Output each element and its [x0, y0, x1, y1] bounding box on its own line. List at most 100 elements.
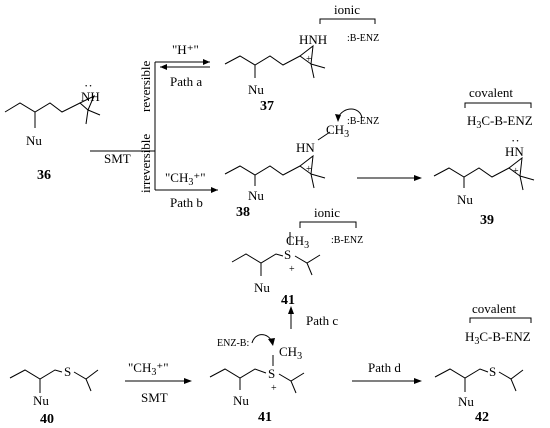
nu-label-39: Nu — [457, 192, 473, 207]
covalent-bracket-42 — [469, 317, 532, 323]
ch3-plus-label-bottom: "CH3⁺" — [128, 360, 169, 378]
compound-label-41b: 41 — [258, 410, 272, 425]
path-a-arrowhead-left — [160, 64, 167, 70]
nu-label-37: Nu — [248, 82, 264, 97]
nu-label-42: Nu — [458, 394, 474, 409]
s-label-42: S — [489, 364, 496, 379]
path-d-label: Path d — [368, 360, 401, 375]
hn-label-38: HN — [296, 140, 315, 155]
molecule-41-ionic: Nu S + CH3 :B-ENZ ionic 41 — [231, 205, 363, 308]
h-plus-label: "H⁺" — [172, 42, 199, 57]
ch3-label-41b: CH3 — [279, 344, 302, 362]
hn-label-39: HN — [505, 144, 524, 159]
sub3-38: 3 — [344, 129, 349, 140]
nu-label-40: Nu — [33, 393, 49, 408]
aziridine-36 — [79, 94, 95, 111]
molecule-39: Nu HN ·· + covalent H3C-B-ENZ 39 — [433, 85, 535, 228]
molecule-41-bottom: Nu S + CH3 ENZ-B: 41 — [209, 334, 305, 425]
sub3-42: 3 — [474, 336, 479, 347]
smt-label-top: SMT — [104, 151, 131, 166]
arrowhead-38-39 — [414, 175, 422, 181]
molecule-42: Nu S covalent H3C-B-ENZ 42 — [434, 301, 532, 425]
isopropyl-41a — [294, 254, 321, 264]
b-enz-38: :B-ENZ — [347, 116, 379, 127]
covalent-label-39: covalent — [469, 85, 513, 100]
ch-41a: CH — [286, 233, 304, 248]
aziridine-37 — [299, 44, 314, 65]
compound-label-40: 40 — [40, 412, 54, 427]
hnh-label-37: HNH — [299, 32, 327, 47]
ch-41b: CH — [279, 344, 297, 359]
methyl-36a — [87, 109, 101, 116]
compound-label-36: 36 — [37, 168, 51, 183]
methyl-38b — [310, 173, 315, 189]
path-c-arrowhead — [288, 306, 294, 314]
ch3-sub-2: 3 — [151, 367, 156, 378]
chain-38 — [224, 165, 301, 176]
path-a-arrowhead-right — [203, 59, 210, 65]
chain-41a — [231, 253, 284, 264]
cb-enz-42: C-B-ENZ — [479, 329, 530, 344]
plus-38: + — [306, 164, 312, 175]
plus-39: + — [513, 166, 519, 177]
s-label-40: S — [64, 364, 71, 379]
isopropyl-41b — [278, 372, 305, 382]
smt-label-bottom: SMT — [141, 390, 168, 405]
path-b-arrowhead — [211, 187, 218, 193]
path-b-label: Path b — [170, 195, 203, 210]
methyl-39b — [519, 175, 524, 191]
methyl-36b — [85, 109, 89, 125]
isopropyl-42 — [498, 369, 524, 380]
ch3-sub: 3 — [188, 177, 193, 188]
path-a-label: Path a — [170, 74, 202, 89]
nu-label-41a: Nu — [254, 280, 270, 295]
ionic-bracket-41 — [299, 221, 357, 228]
methyl-37a — [310, 63, 326, 69]
sub3-39: 3 — [476, 120, 481, 131]
molecule-36: Nu NH ·· 36 — [4, 78, 101, 183]
ionic-label-37: ionic — [334, 2, 360, 17]
ch-38: CH — [326, 122, 344, 137]
cb-enz-39: C-B-ENZ — [481, 113, 532, 128]
chain-36 — [4, 102, 81, 113]
reversible-label: reversible — [138, 61, 153, 112]
isopropyl-42-me — [510, 378, 517, 392]
nh-label-36: NH — [81, 89, 100, 104]
b-enz-41a: :B-ENZ — [331, 235, 363, 246]
ch3-plus-b: ⁺" — [193, 170, 205, 185]
nu-label-38: Nu — [248, 188, 264, 203]
ch3-plus-b-2: ⁺" — [156, 360, 168, 375]
h-39: H — [467, 113, 476, 128]
aziridine-39 — [508, 156, 523, 177]
compound-label-39: 39 — [480, 213, 494, 228]
enz-b-41b: ENZ-B: — [217, 338, 249, 349]
sub3-41b: 3 — [297, 351, 302, 362]
plus-41b: + — [271, 383, 277, 394]
methyl-37b — [310, 63, 315, 79]
path-c-label: Path c — [306, 313, 338, 328]
molecule-38: Nu HN + CH3 :B-ENZ 38 — [224, 108, 379, 220]
ch3-plus-a-2: "CH — [128, 360, 151, 375]
nu-label-36: Nu — [26, 133, 42, 148]
h3c-b-enz-39: H3C-B-ENZ — [467, 113, 533, 131]
isopropyl-41b-me — [290, 380, 297, 394]
chain-41b — [209, 368, 267, 379]
aziridine-38 — [299, 154, 314, 175]
lone-pair-39: ·· — [511, 133, 520, 148]
covalent-bracket-39 — [464, 102, 532, 108]
methyl-39a — [519, 175, 535, 181]
compound-label-38: 38 — [236, 205, 250, 220]
ch3-plus-a: "CH — [165, 170, 188, 185]
molecule-37: Nu HNH + :B-ENZ ionic 37 — [224, 2, 379, 114]
compound-label-37: 37 — [260, 99, 274, 114]
chain-40 — [9, 369, 63, 380]
compound-label-41a: 41 — [281, 293, 295, 308]
n-ch3-bond-38 — [317, 131, 331, 141]
chain-39 — [433, 167, 510, 178]
smt-branch: SMT "H⁺" Path a "CH3⁺" Path b reversible… — [90, 42, 218, 210]
s-label-41a: S — [284, 247, 291, 262]
lone-pair-36: ·· — [84, 78, 93, 93]
curved-arrowhead-41b — [268, 338, 275, 346]
path-d-arrowhead — [414, 378, 422, 384]
